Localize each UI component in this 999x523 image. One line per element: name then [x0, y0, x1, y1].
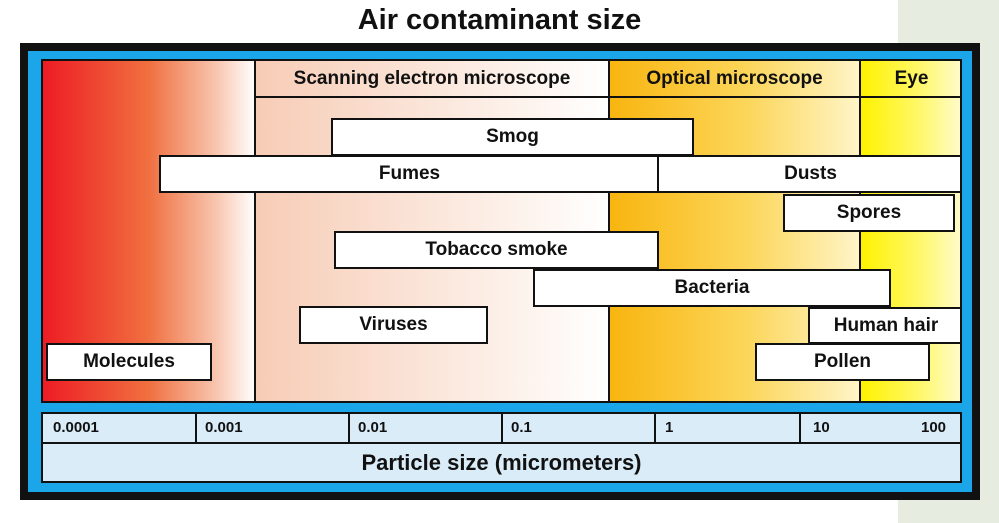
tick-label-10: 10 — [813, 419, 830, 436]
tick-label-0.0001: 0.0001 — [53, 419, 99, 436]
contaminant-dusts: Dusts — [657, 155, 960, 193]
contaminant-molecules: Molecules — [46, 343, 212, 381]
region-label-sem: Scanning electron microscope — [293, 68, 571, 89]
contaminant-viruses: Viruses — [299, 306, 488, 344]
contaminant-smog: Smog — [331, 118, 694, 156]
tick-label-100: 100 — [921, 419, 947, 436]
tick-label-0.001: 0.001 — [205, 419, 243, 436]
tick-label-0.01: 0.01 — [358, 419, 388, 436]
particle-size-scale: 0.0001 0.001 0.01 0.1 1 10 100 Particle … — [41, 412, 962, 483]
tick-label-1: 1 — [665, 419, 674, 436]
scale-tick-row: 0.0001 0.001 0.01 0.1 1 10 100 — [43, 414, 960, 444]
region-label-optical: Optical microscope — [646, 68, 823, 89]
region-header-divider — [256, 96, 960, 98]
tick-label-0.1: 0.1 — [511, 419, 532, 436]
region-label-eye: Eye — [894, 68, 929, 89]
contaminant-spores: Spores — [783, 194, 955, 232]
axis-label: Particle size (micrometers) — [361, 450, 642, 475]
tick-divider — [654, 414, 656, 442]
tick-divider — [799, 414, 801, 442]
contaminant-bacteria: Bacteria — [533, 269, 891, 307]
tick-divider — [195, 414, 197, 442]
page-title: Air contaminant size — [357, 4, 642, 36]
tick-divider — [501, 414, 503, 442]
contaminant-tobacco-smoke: Tobacco smoke — [334, 231, 659, 269]
contaminant-pollen: Pollen — [755, 343, 930, 381]
tick-divider — [348, 414, 350, 442]
contaminant-fumes: Fumes — [159, 155, 660, 193]
size-chart-panel: Scanning electron microscope Optical mic… — [41, 59, 962, 403]
sem-left-divider — [254, 61, 256, 401]
contaminant-human-hair: Human hair — [808, 307, 960, 344]
